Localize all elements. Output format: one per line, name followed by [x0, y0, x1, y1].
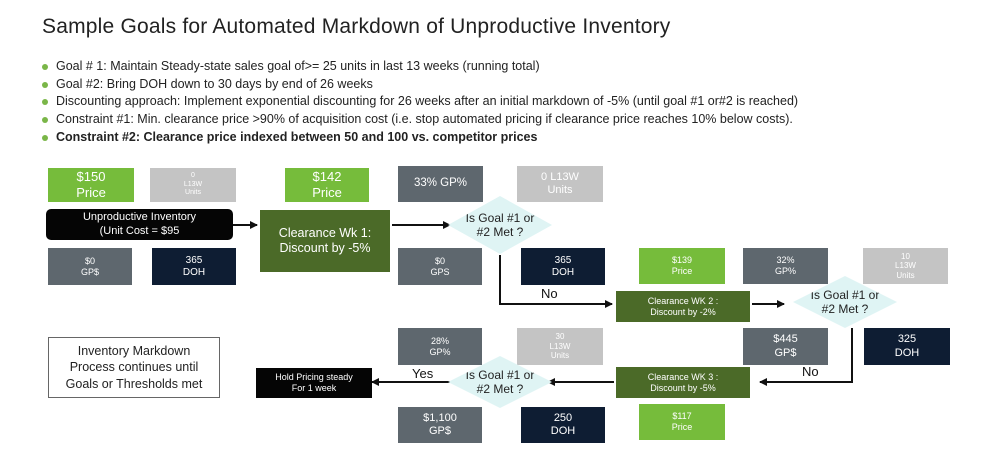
step-clearance-wk1: Clearance Wk 1:Discount by -5%	[260, 210, 390, 272]
bullet-constraint-2: Constraint #2: Clearance price indexed b…	[40, 129, 980, 147]
start-unproductive-inventory: Unproductive Inventory(Unit Cost = $95	[46, 209, 233, 240]
bullet-dot-icon	[42, 64, 48, 70]
bullet-dot-icon	[42, 134, 48, 141]
bullet-goal-2: Goal #2: Bring DOH down to 30 days by en…	[40, 76, 980, 94]
label-no-2: No	[802, 364, 819, 379]
stage1-gp-pct-box: 33% GP%	[398, 166, 483, 202]
arrow-decision2-to-wk3	[759, 328, 853, 386]
bullet-goal-1: Goal # 1: Maintain Steady-state sales go…	[40, 58, 980, 76]
arrow-decision1-to-wk2	[499, 255, 613, 308]
bullet-dot-icon	[42, 117, 48, 124]
label-no-1: No	[541, 286, 558, 301]
bullet-dot-icon	[42, 99, 48, 106]
page-title: Sample Goals for Automated Markdown of U…	[42, 15, 671, 38]
bullet-constraint-1: Constraint #1: Min. clearance price >90%…	[40, 111, 980, 129]
step-clearance-wk2: Clearance WK 2 :Discount by -2%	[616, 291, 750, 322]
step-clearance-wk3: Clearance WK 3 :Discount by -5%	[616, 367, 750, 398]
bullet-dot-icon	[42, 81, 48, 88]
stage2-gp-pct-box: 32%GP%	[743, 248, 828, 284]
goals-list: Goal # 1: Maintain Steady-state sales go…	[40, 58, 980, 147]
stage3-gp-pct-box: 28%GP%	[398, 328, 482, 365]
bullet-discounting: Discounting approach: Implement exponent…	[40, 93, 980, 111]
label-yes: Yes	[412, 366, 434, 381]
